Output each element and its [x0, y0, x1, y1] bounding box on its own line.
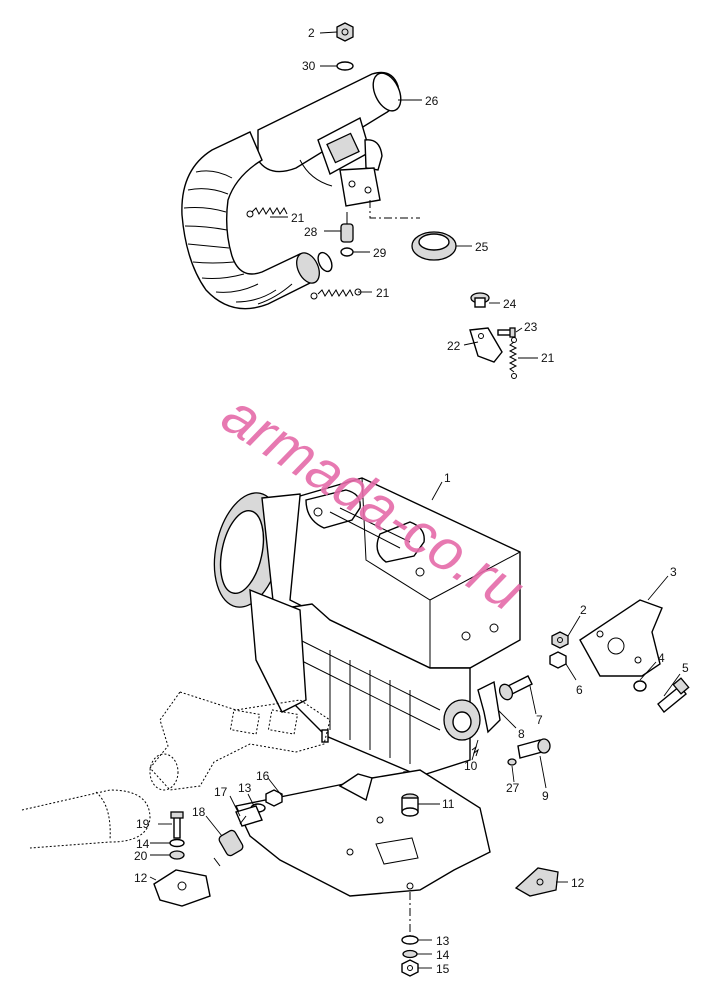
callout-18: 18 — [192, 805, 206, 819]
engine-part-1[interactable] — [205, 477, 521, 785]
callout-13: 13 — [436, 934, 450, 948]
exhaust-manifold-ghost — [21, 691, 331, 849]
callout-20: 20 — [134, 849, 148, 863]
screw-part-23[interactable] — [497, 327, 516, 338]
callout-11: 11 — [442, 797, 455, 811]
callout-21: 21 — [376, 286, 390, 300]
callout-25: 25 — [475, 240, 489, 254]
spring-part-27[interactable] — [507, 758, 517, 766]
bracket-part-3[interactable] — [579, 599, 663, 677]
callout-12: 12 — [134, 871, 148, 885]
callout-6: 6 — [576, 683, 583, 697]
callout-23: 23 — [524, 320, 538, 334]
callout-26: 26 — [425, 94, 439, 108]
bolt-part-9[interactable] — [517, 738, 551, 759]
callout-4: 4 — [658, 651, 665, 665]
callout-29: 29 — [373, 246, 387, 260]
callout-28: 28 — [304, 225, 318, 239]
engine-support-plate[interactable] — [234, 769, 491, 897]
washer-part-20[interactable] — [169, 850, 185, 860]
callout-21: 21 — [291, 211, 305, 225]
stud-part-7[interactable] — [497, 675, 533, 702]
callout-14: 14 — [136, 837, 150, 851]
leader-lines — [149, 31, 681, 969]
callout-19: 19 — [136, 817, 150, 831]
callout-7: 7 — [536, 713, 543, 727]
callout-12: 12 — [571, 876, 585, 890]
callout-2: 2 — [580, 603, 587, 617]
callout-30: 30 — [302, 59, 316, 73]
callout-2: 2 — [308, 26, 315, 40]
washer-part-6[interactable] — [549, 651, 567, 669]
callout-22: 22 — [447, 339, 461, 353]
nut-part-15[interactable] — [401, 959, 419, 977]
callout-8: 8 — [518, 727, 525, 741]
callout-21: 21 — [541, 351, 555, 365]
callout-10: 10 — [464, 759, 478, 773]
callout-15: 15 — [436, 962, 450, 976]
callout-17: 17 — [214, 785, 228, 799]
rubber-mount-part-28[interactable] — [340, 212, 354, 243]
nut-part-16[interactable] — [265, 789, 283, 807]
rubber-mount-part-18[interactable] — [213, 815, 247, 867]
bolt-part-5[interactable] — [657, 677, 690, 714]
callout-24: 24 — [503, 297, 517, 311]
mount-bracket-part-12-right[interactable] — [514, 867, 559, 897]
seal-ring-part-25[interactable] — [411, 231, 457, 261]
callout-16: 16 — [256, 769, 270, 783]
spring-part-21-right[interactable] — [508, 337, 518, 379]
bracket-part-22[interactable] — [469, 327, 503, 363]
callout-labels: 2 30 26 21 28 29 25 21 24 23 22 21 1 3 2… — [134, 26, 689, 976]
washer-part-4[interactable] — [633, 680, 647, 692]
mount-bracket-part-12-left[interactable] — [153, 869, 211, 907]
nut-part-2-right[interactable] — [551, 631, 569, 649]
muffler-part-26[interactable] — [257, 69, 406, 207]
spring-part-21-middle[interactable] — [310, 288, 362, 300]
callout-3: 3 — [670, 565, 677, 579]
washer-part-13-bottom[interactable] — [401, 935, 419, 945]
bracket-part-8[interactable] — [477, 680, 501, 734]
nut-part-2-top[interactable] — [336, 22, 354, 42]
washer-part-14-left[interactable] — [169, 838, 185, 848]
grommet-part-24[interactable] — [470, 292, 490, 308]
nut-part-29[interactable] — [340, 247, 354, 257]
washer-part-14-bottom[interactable] — [402, 949, 418, 959]
flex-exhaust-pipe[interactable] — [181, 131, 335, 310]
spring-part-21-upper[interactable] — [246, 207, 288, 218]
callout-5: 5 — [682, 661, 689, 675]
spacer-part-11[interactable] — [401, 793, 419, 817]
callout-27: 27 — [506, 781, 520, 795]
muffler-assembly — [181, 22, 518, 379]
callout-13: 13 — [238, 781, 252, 795]
callout-14: 14 — [436, 948, 450, 962]
washer-part-30[interactable] — [336, 61, 354, 71]
bolt-part-19[interactable] — [170, 811, 184, 839]
callout-9: 9 — [542, 789, 549, 803]
callout-1: 1 — [444, 471, 451, 485]
